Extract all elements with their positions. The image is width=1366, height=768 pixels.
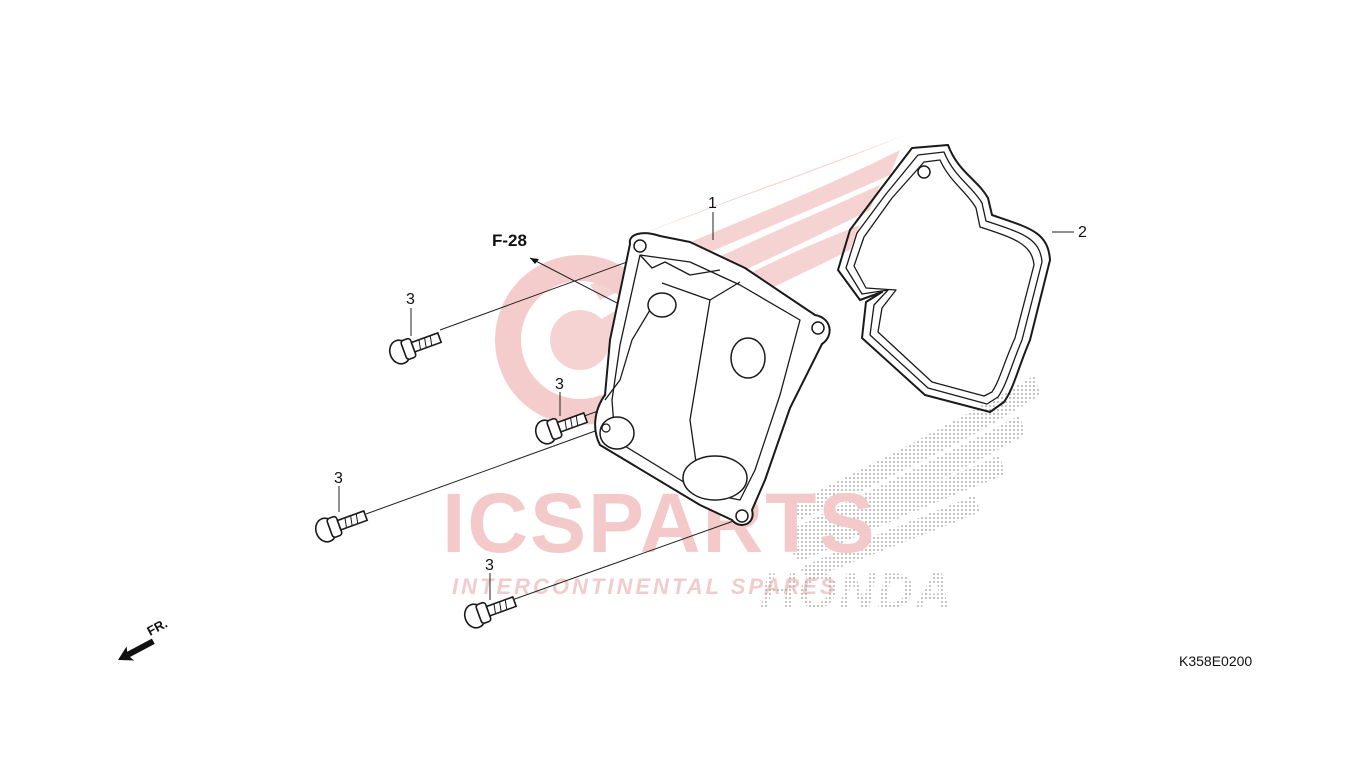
watermark-brand: ICSPARTS	[442, 476, 876, 570]
callout-3: 3	[555, 376, 564, 393]
flange-bolt	[314, 509, 369, 543]
callout-2: 2	[1078, 224, 1087, 241]
watermark-maker: HONDA	[760, 563, 953, 619]
cylinder-head-cover	[594, 232, 831, 526]
grey-wing-watermark	[790, 375, 1040, 580]
watermark-tagline: INTERCONTINENTAL SPARES	[452, 574, 838, 599]
head-cover-gasket	[837, 144, 1051, 413]
front-direction-label: FR.	[144, 616, 170, 639]
flange-bolt	[388, 331, 443, 365]
flange-bolt	[534, 411, 589, 445]
reference-label: F-28	[492, 231, 527, 250]
front-arrow-icon	[118, 638, 155, 661]
callout-1: 1	[708, 195, 717, 212]
flange-bolt	[463, 595, 518, 629]
ref-arrow	[530, 258, 539, 264]
diagram-code: K358E0200	[1179, 653, 1252, 669]
watermark: ICSPARTS INTERCONTINENTAL SPARES HONDA	[442, 135, 1040, 619]
callout-3: 3	[485, 557, 494, 574]
callout-3: 3	[406, 291, 415, 308]
callout-3: 3	[334, 470, 343, 487]
